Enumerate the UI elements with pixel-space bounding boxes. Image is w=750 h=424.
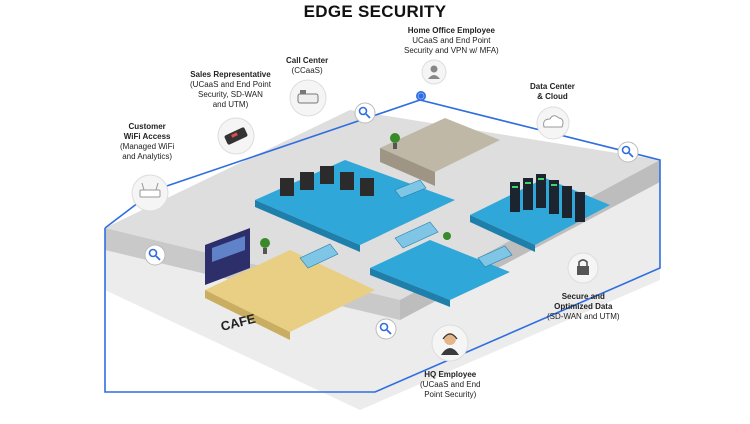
server-racks [510, 174, 585, 222]
phone-icon [289, 79, 327, 117]
magnifier-icons [144, 102, 639, 340]
plants [260, 133, 451, 254]
home-office-employee-label: Home Office Employee UCaaS and End Point… [404, 26, 499, 55]
cubicle-partitions [280, 166, 374, 196]
call-center-label: Call Center (CCaaS) [286, 56, 329, 75]
globe-icon [416, 91, 426, 101]
router-icon [131, 174, 169, 212]
user-icon [421, 59, 447, 85]
sales-representative-label: Sales Representative (UCaaS and End Poin… [190, 70, 271, 109]
headset-user-icon [431, 324, 469, 362]
magnifier-icon [617, 141, 639, 163]
magnifier-icon [144, 244, 166, 266]
executive-room [380, 118, 500, 186]
hq-floor [370, 240, 510, 307]
hq-employee-label: HQ Employee (UCaaS and End Point Securit… [420, 370, 481, 399]
customer-wifi-label: Customer WiFi Access (Managed WiFi and A… [120, 122, 175, 161]
lock-icon [567, 252, 599, 284]
page-title: EDGE SECURITY [303, 2, 447, 21]
stairs [299, 179, 513, 269]
cafe-screen-wall [205, 228, 250, 285]
cafe-floor [205, 250, 375, 340]
secure-data-label: Secure and Optimized Data (SD-WAN and UT… [547, 292, 620, 321]
magnifier-icon [354, 102, 376, 124]
server-lights [512, 178, 557, 188]
cloud-icon [536, 106, 570, 140]
magnifier-icon [375, 318, 397, 340]
card-terminal-icon [217, 117, 255, 155]
data-center-label: Data Center & Cloud [530, 82, 575, 101]
